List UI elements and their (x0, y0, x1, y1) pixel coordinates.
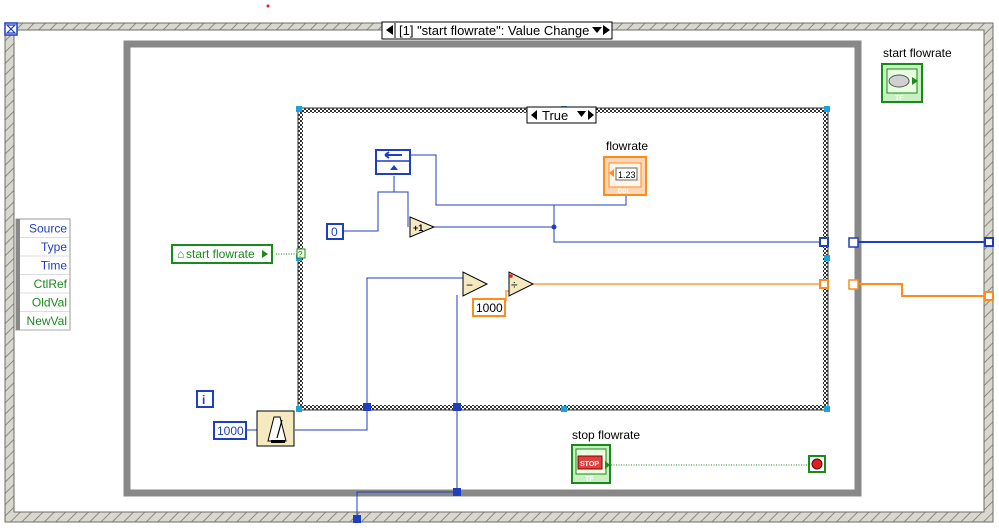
event-data-item-time[interactable]: Time (41, 259, 68, 273)
toggle-icon (888, 74, 910, 88)
start-flowrate-label: start flowrate (883, 46, 952, 60)
stop-button-icon (577, 455, 603, 470)
constant-zero[interactable]: 0 (326, 223, 344, 240)
event-timeout-icon[interactable] (4, 22, 18, 36)
svg-text:+1: +1 (413, 223, 423, 233)
decrement-arrow-icon[interactable] (531, 110, 537, 120)
svg-text:TF: TF (585, 476, 594, 483)
metronome-icon (267, 416, 287, 443)
start-flowrate-local-variable[interactable]: ⌂ start flowrate (171, 244, 273, 264)
increment-arrow-icon[interactable] (588, 110, 594, 120)
svg-text:start flowrate: start flowrate (186, 247, 255, 261)
increment-node[interactable]: +1 (409, 216, 436, 238)
case-selector[interactable]: True (526, 106, 597, 124)
svg-text:TF: TF (895, 95, 904, 102)
feedback-node[interactable] (375, 149, 411, 175)
svg-text:−: − (466, 278, 473, 292)
svg-text:÷: ÷ (511, 278, 518, 292)
case-tunnels[interactable]: ? (296, 237, 829, 289)
svg-text:1.23: 1.23 (618, 170, 636, 180)
home-icon: ⌂ (177, 247, 184, 261)
loop-condition-terminal[interactable] (808, 455, 826, 473)
svg-text:DBL: DBL (618, 189, 631, 195)
loop-tunnels[interactable] (848, 237, 859, 290)
constant-divisor[interactable]: 1000 (472, 298, 506, 317)
stop-flowrate-label: stop flowrate (572, 428, 640, 442)
increment-arrow-icon[interactable] (603, 25, 610, 35)
decrement-arrow-icon[interactable] (386, 25, 393, 35)
event-data-item-source[interactable]: Source (29, 222, 67, 236)
marker-dot (266, 4, 270, 8)
arrow-left-icon (384, 151, 402, 159)
coercion-dot (509, 274, 513, 278)
flowrate-wire[interactable] (441, 192, 627, 206)
wait-ms-node[interactable] (256, 410, 295, 447)
svg-text:STOP: STOP (580, 461, 599, 468)
iteration-terminal[interactable]: i (196, 390, 214, 408)
subtract-node[interactable]: − (462, 271, 489, 297)
start-flowrate-control[interactable]: start flowrate TF (881, 46, 952, 103)
event-tunnels[interactable] (984, 237, 994, 301)
triangle-icon (605, 461, 610, 469)
svg-text:i: i (202, 393, 205, 407)
triangle-icon (609, 169, 614, 177)
while-loop[interactable] (123, 40, 862, 497)
event-selector-label: [1] "start flowrate": Value Change (399, 23, 589, 38)
event-selector[interactable]: [1] "start flowrate": Value Change (381, 21, 613, 40)
wire-junctions (353, 224, 557, 523)
stop-flowrate-control[interactable]: stop flowrate STOP TF (571, 428, 640, 484)
triangle-icon (262, 250, 268, 258)
svg-text:0: 0 (331, 225, 338, 239)
chevron-down-icon[interactable] (577, 111, 586, 117)
event-data-item-type[interactable]: Type (41, 240, 67, 254)
constant-wait-ms[interactable]: 1000 (213, 421, 247, 440)
flowrate-indicator[interactable]: flowrate 1.23 DBL (603, 139, 648, 196)
svg-text:1000: 1000 (217, 424, 244, 438)
divide-node[interactable]: ÷ (508, 271, 535, 297)
svg-text:1000: 1000 (476, 301, 503, 315)
triangle-icon (912, 77, 918, 85)
event-data-item-oldval[interactable]: OldVal (32, 296, 67, 310)
flowrate-label: flowrate (606, 139, 648, 153)
chevron-down-icon[interactable] (592, 27, 602, 33)
triangle-icon (390, 165, 398, 170)
stop-icon (811, 458, 823, 470)
event-data-item-newval[interactable]: NewVal (27, 314, 67, 328)
case-selector-label: True (542, 108, 568, 123)
event-data-item-ctlref[interactable]: CtlRef (34, 277, 68, 291)
svg-text:?: ? (298, 250, 303, 259)
local-variable-wire[interactable] (276, 253, 810, 466)
